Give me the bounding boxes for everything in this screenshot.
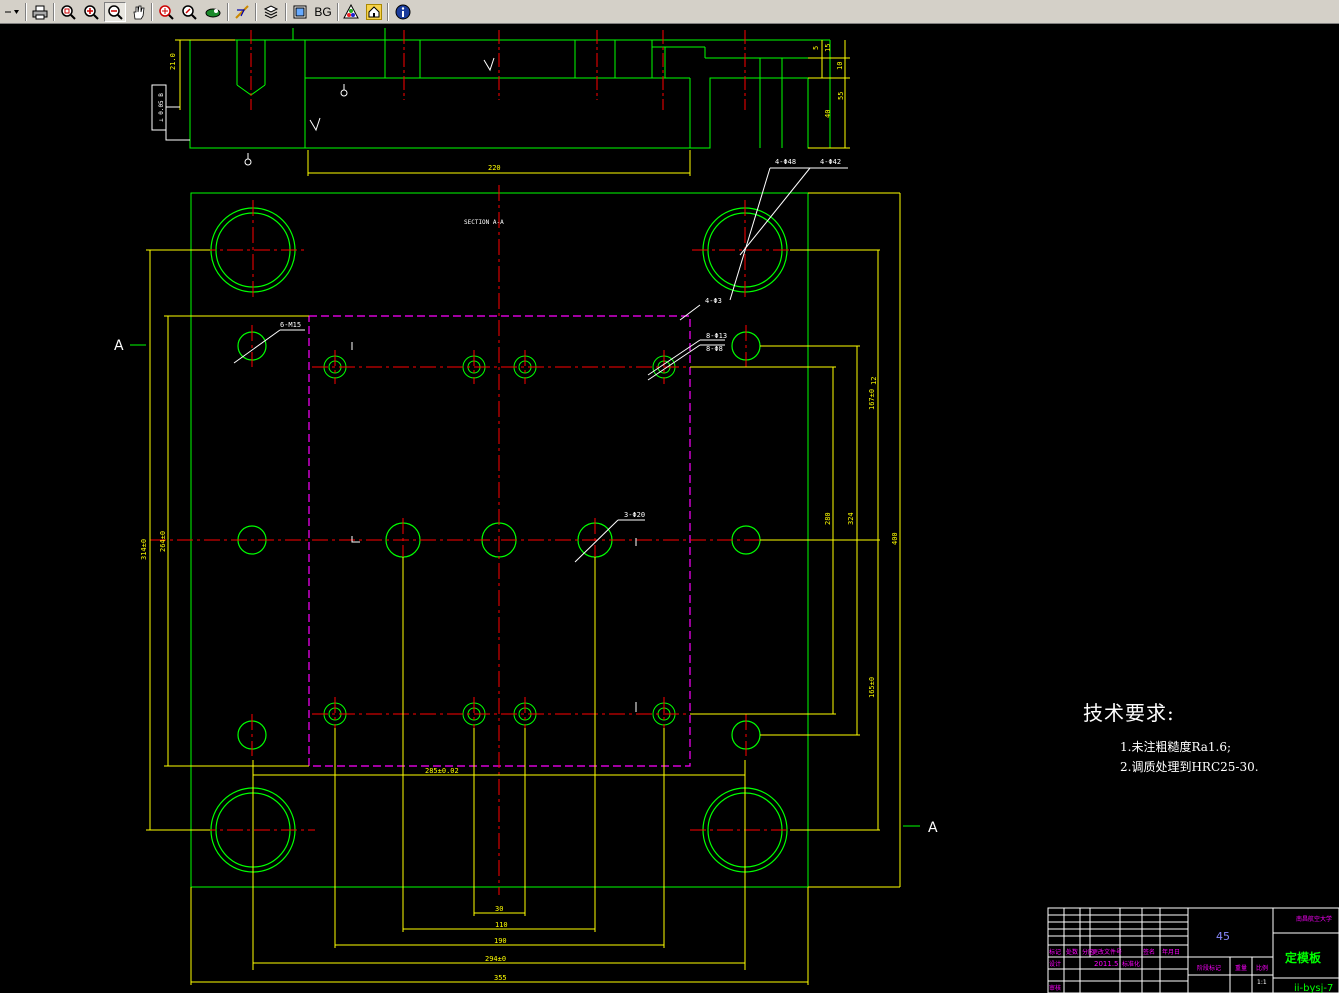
print-icon[interactable]: [30, 2, 50, 22]
tolerance-frame: ⊥ 0.05 B: [158, 93, 165, 122]
title-block-text: 45 定模板 ii-bysj-7 南昌航空大学 标记 处数 分区 更改文件号 签…: [1049, 915, 1333, 993]
orbit-icon[interactable]: [202, 2, 224, 22]
tb-row-label-4: 签名: [1143, 948, 1155, 956]
section-title: SECTION A-A: [464, 219, 504, 226]
toolbar-separator: [285, 3, 287, 21]
dim-220: 220: [488, 164, 501, 172]
dim-110: 110: [495, 921, 508, 929]
roughness-symbols: [244, 57, 495, 166]
dim-15: 15: [824, 44, 832, 52]
tb-weight-label: 重量: [1235, 964, 1247, 972]
section-marker-left: A: [114, 338, 124, 354]
section-dim-labels: 21.0 220 5 15 10 40 55 ⊥ 0.05 B: [158, 44, 845, 172]
callout-4-phi3: 4-Φ3: [705, 297, 722, 305]
tb-review-label: 审核: [1049, 984, 1061, 992]
layers-icon[interactable]: [260, 2, 282, 22]
zoom-in-icon[interactable]: [81, 2, 101, 22]
tb-row-label-5: 年月日: [1162, 948, 1180, 956]
title-block: [1047, 907, 1339, 993]
callout-3-phi20: 3-Φ20: [624, 511, 645, 519]
section-marker-right: A: [928, 820, 938, 836]
dim-324: 324: [847, 512, 855, 525]
zoom-window-icon[interactable]: [58, 2, 78, 22]
callout-4-phi48: 4-Φ48: [775, 158, 796, 166]
tech-requirement-2: 2.调质处理到HRC25-30.: [1120, 760, 1259, 774]
viewer-toolbar: BG: [0, 0, 1339, 24]
dim-5: 5: [812, 46, 820, 50]
tb-row-label-2: 分区: [1082, 948, 1094, 956]
dim-165: 165±0: [868, 677, 876, 698]
toolbar-separator: [53, 3, 55, 21]
dim-264: 264±0: [159, 531, 167, 552]
info-icon[interactable]: [393, 2, 413, 22]
dim-30: 30: [495, 905, 503, 913]
tb-row-label-3: 更改文件号: [1092, 948, 1122, 956]
dim-12: 12: [870, 377, 878, 385]
dim-355: 355: [494, 974, 507, 982]
plan-dimensions: [146, 167, 901, 985]
dim-280: 280: [824, 512, 832, 525]
plan-dim-labels: 314±0 264±0 285±0.02 30 110 190 294±0 35…: [140, 377, 899, 982]
dim-167: 167±0: [868, 389, 876, 410]
toolbar-dropdown-icon[interactable]: [2, 2, 22, 22]
callout-4-phi42: 4-Φ42: [820, 158, 841, 166]
toolbar-separator: [337, 3, 339, 21]
section-centerlines: [250, 30, 746, 110]
color-icon[interactable]: [341, 2, 361, 22]
tb-date: 2011.5: [1094, 960, 1119, 968]
tb-row-label-0: 标记: [1049, 948, 1061, 956]
background-color-button[interactable]: BG: [312, 2, 334, 22]
zoom-extents-icon[interactable]: [156, 2, 176, 22]
section-view: [189, 28, 831, 149]
dim-285: 285±0.02: [425, 767, 459, 775]
school-name: 南昌航空大学: [1296, 915, 1332, 923]
toolbar-separator: [387, 3, 389, 21]
dim-294: 294±0: [485, 955, 506, 963]
section-cut-markers: [130, 342, 920, 827]
tech-requirements-title: 技术要求:: [1083, 701, 1175, 725]
zoom-out-icon[interactable]: [104, 2, 126, 22]
view-icon[interactable]: [290, 2, 310, 22]
toolbar-separator: [25, 3, 27, 21]
tb-scale-value: 1:1: [1257, 979, 1267, 986]
toolbar-separator: [227, 3, 229, 21]
toolbar-separator: [151, 3, 153, 21]
zoom-realtime-icon[interactable]: [179, 2, 199, 22]
callout-6-m15: 6-M15: [280, 321, 301, 329]
drawing-number: ii-bysj-7: [1294, 983, 1333, 993]
section-dimensions: [151, 39, 850, 176]
part-name: 定模板: [1285, 950, 1322, 965]
dim-400: 400: [891, 532, 899, 545]
dim-10: 10: [836, 62, 844, 70]
tb-design-label: 设计: [1049, 960, 1061, 968]
material-label: 45: [1216, 930, 1230, 943]
dim-21: 21.0: [169, 53, 177, 70]
measure-icon[interactable]: [232, 2, 252, 22]
bg-label: BG: [314, 5, 332, 19]
callout-8-phi13: 8-Φ13: [706, 332, 727, 340]
tech-requirement-1: 1.未注粗糙度Ra1.6;: [1120, 740, 1232, 754]
tb-scale-label: 比例: [1256, 964, 1268, 972]
dim-55: 55: [837, 92, 845, 100]
pan-icon[interactable]: [128, 2, 148, 22]
dim-190: 190: [494, 937, 507, 945]
hole-callouts: 6-M15 8-Φ13 8-Φ8 3-Φ20 4-Φ48 4-Φ42 4-Φ3: [280, 158, 841, 519]
callout-8-phi8: 8-Φ8: [706, 345, 723, 353]
home-icon[interactable]: [364, 2, 384, 22]
dim-40: 40: [824, 110, 832, 118]
dim-314: 314±0: [140, 539, 148, 560]
drawing-canvas[interactable]: 21.0 220 5 15 10 40 55 ⊥ 0.05 B: [0, 25, 1339, 993]
tb-stage-label: 阶段标记: [1197, 964, 1221, 972]
tb-row-label-1: 处数: [1066, 948, 1078, 956]
toolbar-separator: [255, 3, 257, 21]
tb-standard-label: 标准化: [1122, 960, 1140, 968]
